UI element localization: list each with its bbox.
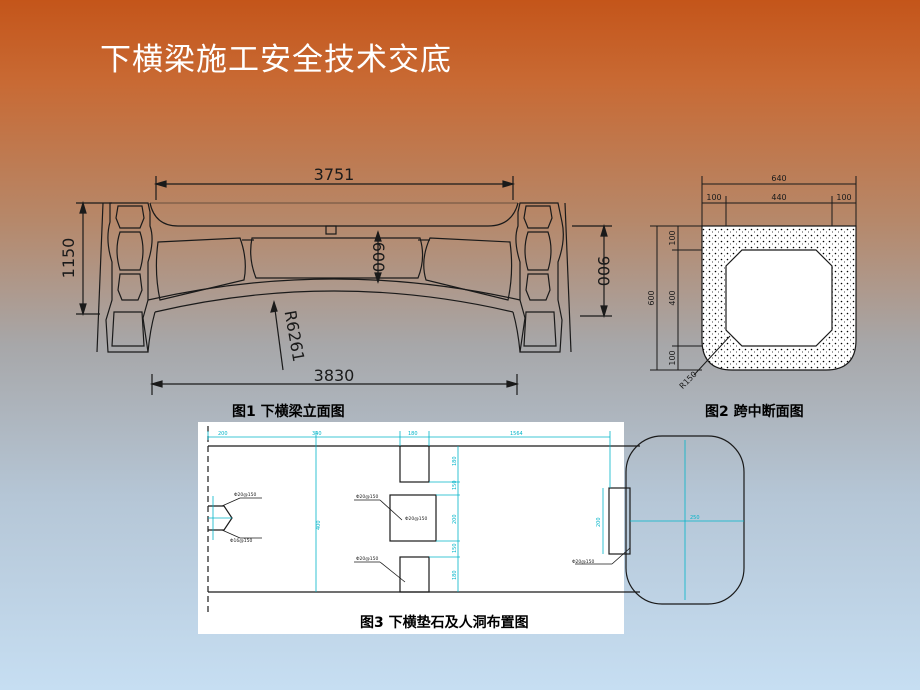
- figure-1-caption: 图1 下横梁立面图: [232, 404, 345, 420]
- figure-2-caption: 图2 跨中断面图: [705, 404, 804, 420]
- figure-3-caption: 图3 下横垫石及人洞布置图: [360, 615, 529, 631]
- page-title: 下横梁施工安全技术交底: [100, 42, 452, 78]
- figure-3-panel: [198, 422, 624, 634]
